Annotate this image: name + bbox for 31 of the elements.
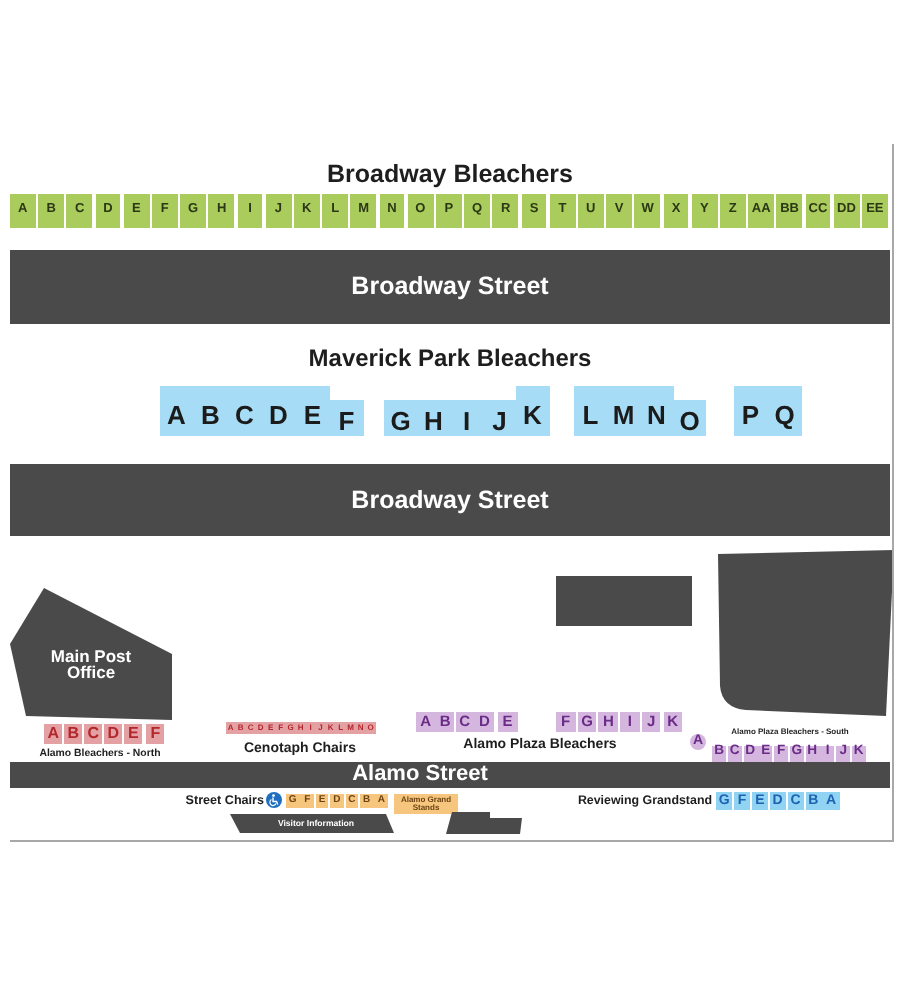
seating-section: O	[673, 400, 706, 436]
street-band: Broadway Street	[10, 250, 890, 324]
seating-section: K	[516, 386, 549, 436]
seating-section: C	[84, 724, 103, 744]
seating-section: E	[296, 386, 329, 436]
seating-section: A	[160, 386, 193, 436]
street-band: Alamo Street	[10, 762, 890, 788]
section-heading: Broadway Bleachers	[325, 162, 575, 187]
seating-section: B	[194, 386, 227, 436]
seating-section: F	[146, 724, 165, 744]
seating-section: L	[574, 386, 607, 436]
section-heading: Maverick Park Bleachers	[306, 346, 594, 370]
seating-section: M	[607, 386, 640, 436]
street-band: Broadway Street	[10, 464, 890, 536]
seating-section: G	[384, 400, 417, 436]
seating-section: H	[417, 400, 450, 436]
seating-section: D	[104, 724, 123, 744]
seating-section: P	[734, 386, 767, 436]
seating-section: F	[330, 400, 363, 436]
sign-banner	[446, 812, 522, 834]
seating-section: I	[450, 400, 483, 436]
building-block	[556, 576, 692, 626]
building-block: Main Post Office	[10, 588, 172, 720]
seating-section: B	[64, 724, 83, 744]
seating-section: J	[483, 400, 516, 436]
seating-section: C	[228, 386, 261, 436]
seating-section: N	[640, 386, 673, 436]
seating-section: Q	[768, 386, 801, 436]
seating-section: D	[262, 386, 295, 436]
seating-section: E	[124, 724, 143, 744]
seating-section: A	[44, 724, 63, 744]
